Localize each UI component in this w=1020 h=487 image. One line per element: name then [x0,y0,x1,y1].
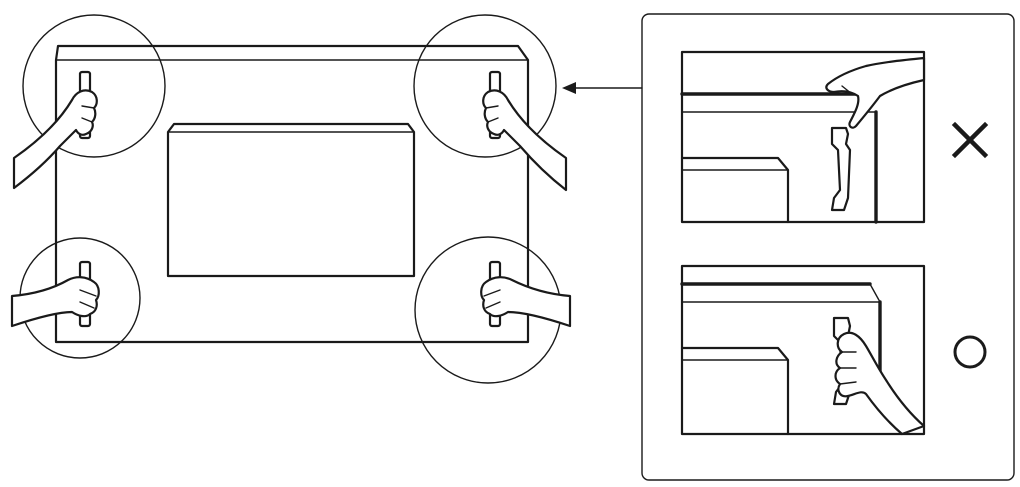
circle-top-left [22,14,166,158]
hand-top-right [482,70,568,192]
rear-module [166,122,416,278]
inset-wrong-grip [680,50,926,224]
hand-bottom-left [10,260,100,328]
hand-wrong [825,56,926,129]
hand-top-left [12,70,98,190]
arrow-left-icon [562,82,643,94]
callout-box [641,13,1015,481]
hand-bottom-right [480,260,572,328]
circle-mark-icon [953,335,987,369]
callout-frame [641,13,1015,481]
inset-correct-frame [680,264,926,436]
circle-top-right [413,14,557,158]
inset-correct-grip [680,264,926,436]
hand-correct [834,331,926,436]
inset-wrong-frame [680,50,926,224]
cross-mark-icon [951,121,989,159]
handle-wrong [830,126,852,212]
